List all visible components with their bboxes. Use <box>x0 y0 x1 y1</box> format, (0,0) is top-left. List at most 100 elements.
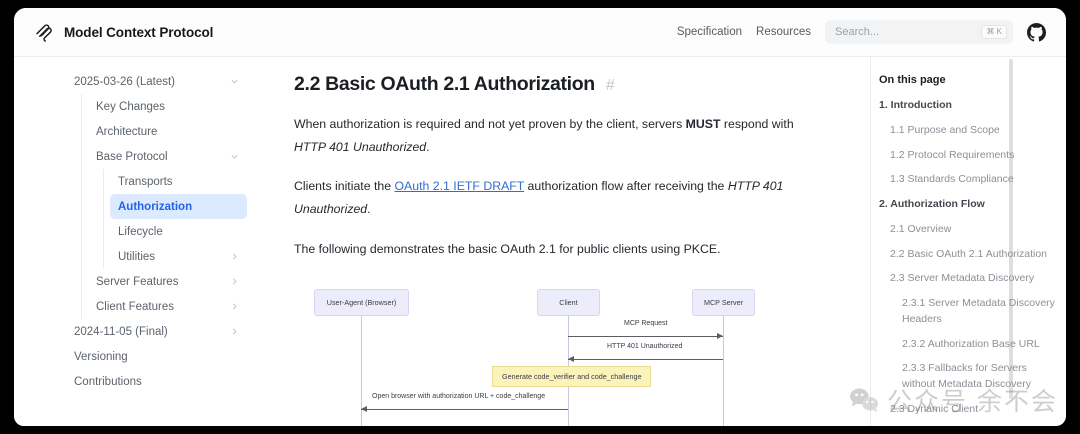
page-title-text: 2.2 Basic OAuth 2.1 Authorization <box>294 73 595 95</box>
sidebar-item-label: Versioning <box>74 350 128 363</box>
toc-item[interactable]: 2.3.3 Fallbacks for Servers without Meta… <box>902 362 1031 390</box>
diagram-participant-mcp-server: MCP Server <box>692 288 755 316</box>
toc-item[interactable]: 2.3.1 Server Metadata Discovery Headers <box>902 297 1055 325</box>
sidebar-item-label: Transports <box>118 175 173 188</box>
toc-item[interactable]: 2.3.2 Authorization Base URL <box>902 337 1040 350</box>
brand-name: Model Context Protocol <box>64 24 214 40</box>
sidebar-item-label: Utilities <box>118 250 156 263</box>
message-line-3 <box>361 408 568 410</box>
sidebar-item-label: Authorization <box>118 200 193 213</box>
paragraph-1: When authorization is required and not y… <box>294 113 794 158</box>
page-scrollbar[interactable] <box>1009 57 1013 426</box>
sidebar-item-versioning[interactable]: Versioning <box>74 344 247 369</box>
sidebar-item-label: Architecture <box>96 125 158 138</box>
browser-page-card: Model Context Protocol Specification Res… <box>14 8 1066 426</box>
message-label-open-browser: Open browser with authorization URL + co… <box>372 392 546 400</box>
message-line-2 <box>568 358 723 360</box>
text-emphasis-must: MUST <box>685 117 721 131</box>
brand[interactable]: Model Context Protocol <box>14 22 213 43</box>
search-input[interactable]: Search... ⌘ K <box>825 20 1013 44</box>
toc-item[interactable]: 2.1 Overview <box>890 222 952 235</box>
sidebar-item-label: Key Changes <box>96 100 166 113</box>
sidebar-item-client-features[interactable]: Client Features <box>96 294 247 319</box>
toc-title: On this page <box>879 74 946 86</box>
mcp-logo-icon <box>36 23 52 42</box>
sidebar-item-label: Client Features <box>96 300 174 313</box>
text-segment: . <box>367 202 371 217</box>
arrow-left-icon <box>361 405 367 412</box>
message-label-http-401: HTTP 401 Unauthorized <box>607 342 683 350</box>
sidebar-item-label: Contributions <box>74 375 142 388</box>
sidebar-group-base-protocol: Transports Authorization Lifecycle Utili… <box>103 169 247 269</box>
participant-label: MCP Server <box>703 297 743 307</box>
anchor-link-icon[interactable]: # <box>605 77 615 94</box>
page-body: 2025-03-26 (Latest) Key Changes Architec… <box>14 57 1066 426</box>
sidebar-item-label: 2024-11-05 (Final) <box>74 325 168 338</box>
sidebar-nav: 2025-03-26 (Latest) Key Changes Architec… <box>14 57 261 426</box>
participant-label: Client <box>559 297 578 307</box>
nav-link-specification[interactable]: Specification <box>676 26 743 38</box>
text-segment: . <box>426 139 430 154</box>
table-of-contents: On this page 1. Introduction 1.1 Purpose… <box>870 57 1066 426</box>
text-segment: When authorization is required and not y… <box>294 117 686 131</box>
toc-item[interactable]: 2. Authorization Flow <box>879 198 985 210</box>
sidebar-item-base-protocol[interactable]: Base Protocol <box>96 144 247 169</box>
text-segment: respond with <box>720 117 794 131</box>
text-segment: Clients initiate the <box>294 179 395 194</box>
paragraph-3: The following demonstrates the basic OAu… <box>294 241 721 256</box>
search-shortcut-badge: ⌘ K <box>981 25 1007 39</box>
sidebar-item-key-changes[interactable]: Key Changes <box>96 94 247 119</box>
toc-item[interactable]: 2.3 Server Metadata Discovery <box>890 272 1035 285</box>
chevron-down-icon <box>231 154 238 159</box>
diagram-participant-user-agent: User-Agent (Browser) <box>314 288 409 316</box>
lifeline-user-agent <box>361 315 362 426</box>
chevron-right-icon <box>232 278 237 285</box>
chevron-right-icon <box>232 303 237 310</box>
github-icon[interactable] <box>1027 22 1046 42</box>
chevron-right-icon <box>232 253 237 260</box>
sidebar-item-label: Server Features <box>96 275 179 288</box>
arrow-left-icon <box>568 355 574 362</box>
oauth-spec-link[interactable]: OAuth 2.1 IETF DRAFT <box>394 179 525 194</box>
diagram-participant-client: Client <box>537 288 600 316</box>
toc-item[interactable]: 1.1 Purpose and Scope <box>890 123 1000 136</box>
message-line-1 <box>568 335 723 337</box>
scrollbar-thumb[interactable] <box>1009 59 1013 399</box>
page-title: 2.2 Basic OAuth 2.1 Authorization # <box>294 73 848 96</box>
diagram-note: Generate code_verifier and code_challeng… <box>492 365 652 387</box>
sidebar-item-architecture[interactable]: Architecture <box>96 119 247 144</box>
sidebar-item-server-features[interactable]: Server Features <box>96 269 247 294</box>
sidebar-item-lifecycle[interactable]: Lifecycle <box>118 219 247 244</box>
sidebar-item-label: Lifecycle <box>118 225 163 238</box>
toc-item[interactable]: 1. Introduction <box>879 99 952 111</box>
chevron-right-icon <box>232 328 237 335</box>
text-italic: HTTP 401 Unauthorized <box>294 179 784 217</box>
sidebar-item-label: Base Protocol <box>96 150 168 163</box>
search-placeholder: Search... <box>835 26 880 38</box>
nav-link-resources[interactable]: Resources <box>756 26 811 38</box>
sidebar-group-2025: Key Changes Architecture Base Protocol T… <box>81 94 247 319</box>
sidebar-item-2024-11-05[interactable]: 2024-11-05 (Final) <box>74 319 247 344</box>
lifeline-mcp-server <box>723 315 724 426</box>
sidebar-item-label: 2025-03-26 (Latest) <box>74 75 176 88</box>
sidebar-item-utilities[interactable]: Utilities <box>118 244 247 269</box>
site-header: Model Context Protocol Specification Res… <box>14 8 1066 57</box>
main-content: 2.2 Basic OAuth 2.1 Authorization # When… <box>261 57 870 426</box>
chevron-down-icon <box>231 79 238 84</box>
toc-item[interactable]: 1.3 Standards Compliance <box>890 173 1014 186</box>
sidebar-item-2025-03-26[interactable]: 2025-03-26 (Latest) <box>74 69 247 94</box>
sequence-diagram: User-Agent (Browser) Client MCP Server M… <box>294 281 794 426</box>
message-label-mcp-request: MCP Request <box>624 319 668 327</box>
paragraph-2: Clients initiate the OAuth 2.1 IETF DRAF… <box>294 175 794 220</box>
text-italic: HTTP 401 Unauthorized <box>294 139 427 154</box>
participant-label: User-Agent (Browser) <box>326 297 397 307</box>
arrow-right-icon <box>717 332 723 339</box>
header-right: Specification Resources Search... ⌘ K <box>677 20 1066 44</box>
sidebar-item-authorization[interactable]: Authorization <box>110 194 247 219</box>
toc-item[interactable]: 2.2 Basic OAuth 2.1 Authorization <box>890 247 1048 260</box>
toc-item[interactable]: 2.3 Dynamic Client <box>890 402 979 415</box>
toc-item[interactable]: 1.2 Protocol Requirements <box>890 148 1015 161</box>
text-segment: authorization flow after receiving the <box>524 179 728 194</box>
sidebar-item-transports[interactable]: Transports <box>118 169 247 194</box>
sidebar-item-contributions[interactable]: Contributions <box>74 369 247 394</box>
